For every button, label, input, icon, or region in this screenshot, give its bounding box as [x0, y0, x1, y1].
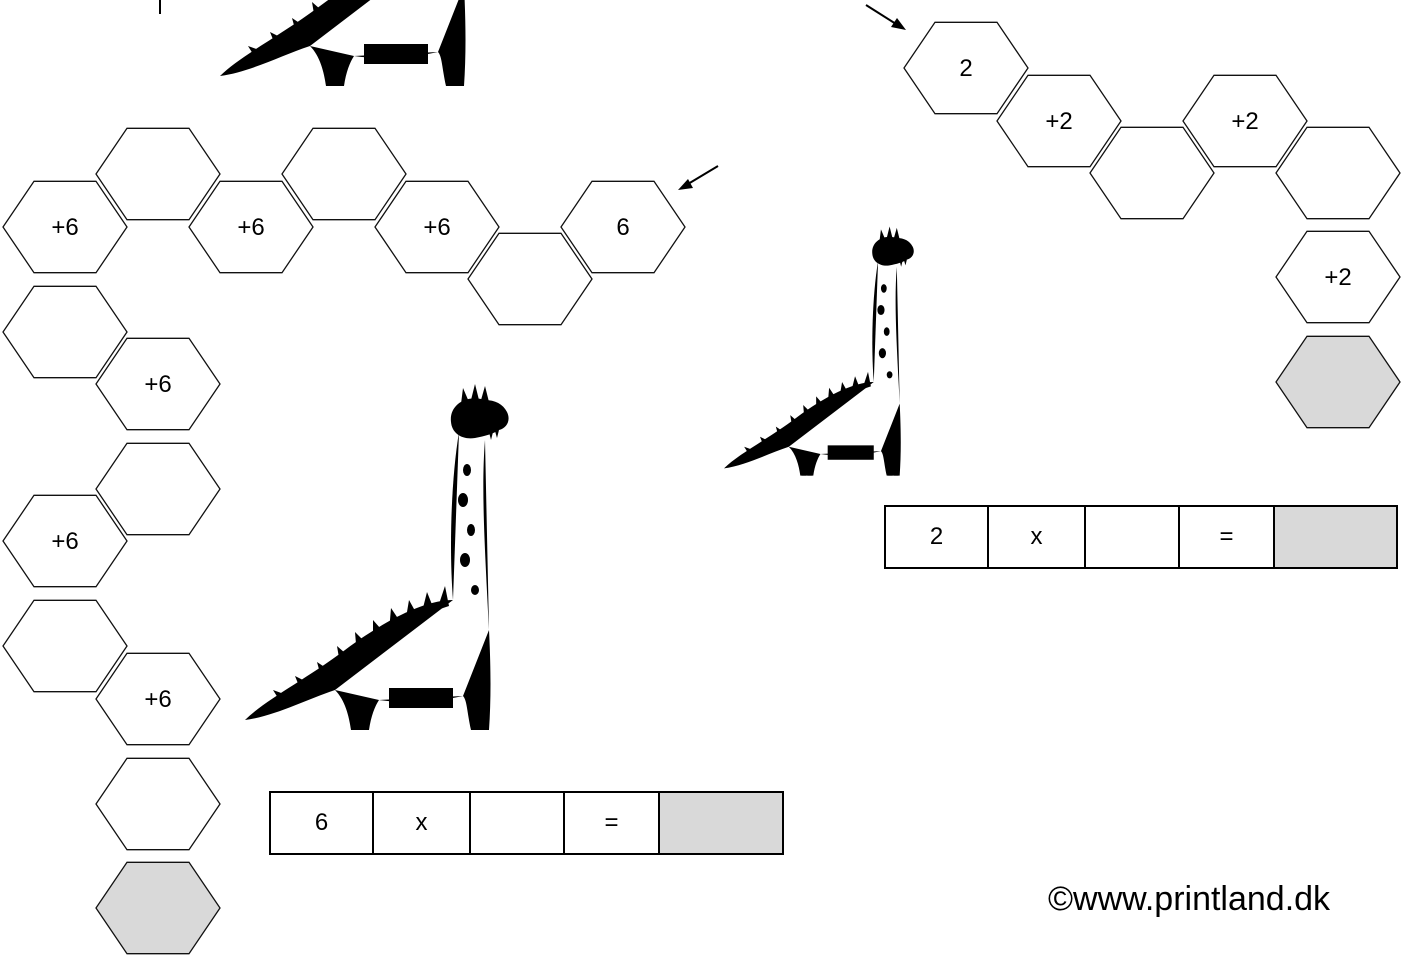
blank-hex-cell[interactable]: [3, 600, 127, 691]
hex-label: +6: [144, 371, 171, 398]
blank-hex-cell[interactable]: [468, 233, 592, 324]
equation-answer-box[interactable]: [471, 793, 565, 853]
hex-label: +6: [144, 686, 171, 713]
equation-cell: 6: [271, 793, 374, 853]
blank-hex-cell[interactable]: [96, 758, 220, 849]
blank-hex-cell[interactable]: [1276, 127, 1400, 218]
hex-label: +6: [423, 214, 450, 241]
equation-six: 6 x =: [269, 791, 784, 855]
hex-label: 2: [959, 55, 972, 82]
equation-two: 2 x =: [884, 505, 1398, 569]
equation-cell: =: [565, 793, 660, 853]
hex-label: +2: [1231, 108, 1258, 135]
equation-result-box[interactable]: [660, 793, 782, 853]
blank-hex-cell[interactable]: [96, 128, 220, 219]
arrow-icon: [678, 166, 718, 190]
blank-hex-cell[interactable]: [3, 286, 127, 377]
hex-label: +6: [51, 214, 78, 241]
blank-hex-cell[interactable]: [282, 128, 406, 219]
dinosaur-illustration: [245, 384, 509, 730]
hex-label: +6: [51, 528, 78, 555]
equation-cell: 2: [886, 507, 989, 567]
equation-cell: =: [1180, 507, 1275, 567]
hex-label: +2: [1324, 264, 1351, 291]
blank-hex-cell[interactable]: [96, 443, 220, 534]
equation-result-box[interactable]: [1275, 507, 1396, 567]
dinosaur-illustration: [724, 226, 914, 475]
equation-answer-box[interactable]: [1086, 507, 1180, 567]
hex-label: +2: [1045, 108, 1072, 135]
answer-hex-cell[interactable]: [1276, 336, 1400, 427]
copyright-text: ©www.printland.dk: [1048, 880, 1330, 919]
equation-cell: x: [989, 507, 1086, 567]
equation-cell: x: [374, 793, 471, 853]
blank-hex-cell[interactable]: [1090, 127, 1214, 218]
arrow-icon: [866, 5, 906, 30]
answer-hex-cell[interactable]: [96, 862, 220, 953]
hex-label: 6: [616, 214, 629, 241]
hex-path-two: 2 +2 +2 +2: [904, 22, 1400, 427]
dinosaur-illustration: [220, 0, 484, 86]
hex-label: +6: [237, 214, 264, 241]
